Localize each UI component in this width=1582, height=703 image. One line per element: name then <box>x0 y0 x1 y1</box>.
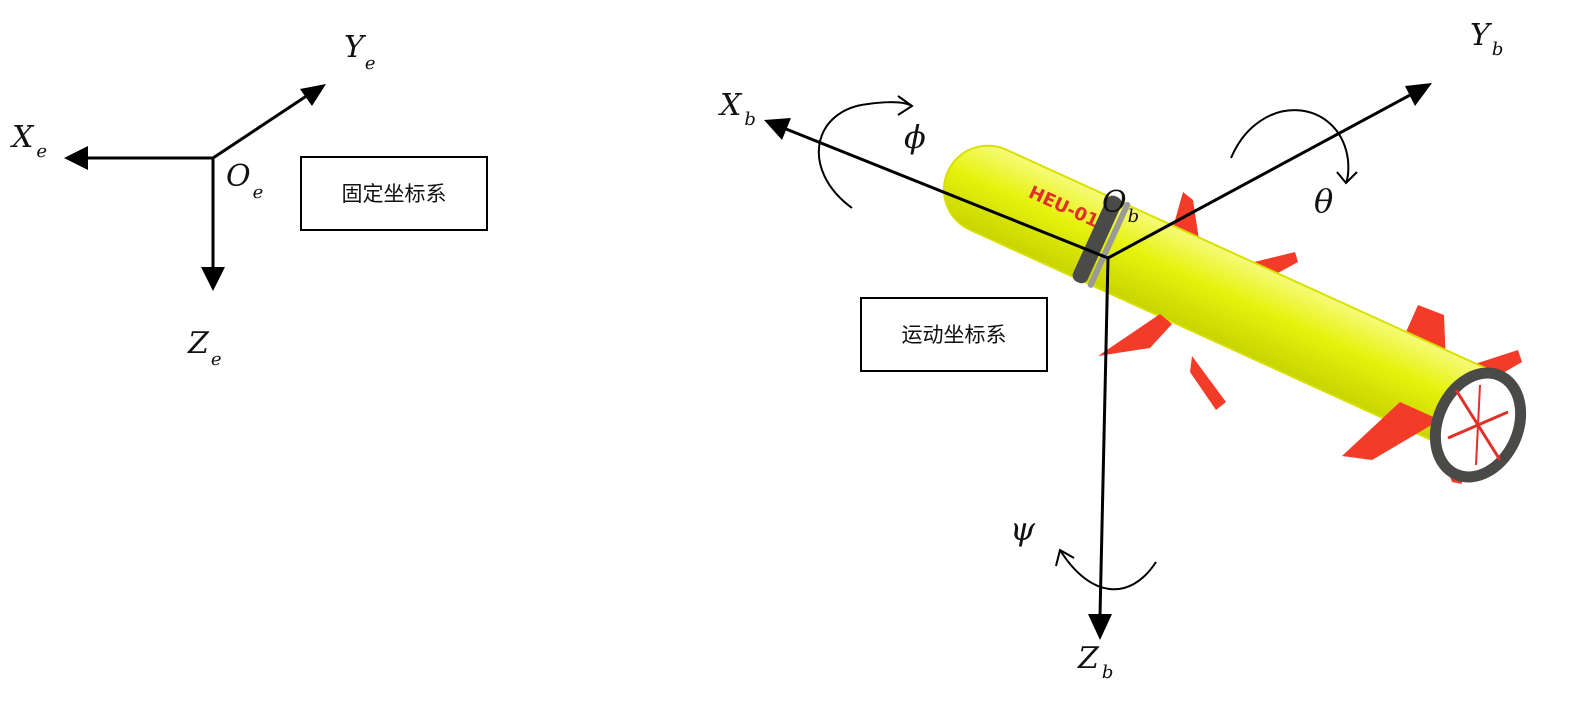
fixed-z-axis-arrow <box>201 158 225 291</box>
auv-propeller <box>1429 367 1527 483</box>
pitch-rotation-arrow <box>1230 109 1358 185</box>
fixed-y-axis-arrow <box>212 84 326 160</box>
body-frame-box: 运动坐标系 <box>860 297 1048 372</box>
auv-hull-band <box>1072 195 1122 284</box>
body-z-axis-arrow <box>1088 257 1112 640</box>
body-frame-box-label: 运动坐标系 <box>902 323 1007 347</box>
auv-vehicle: HEU-01 <box>942 144 1527 484</box>
fixed-frame-box: 固定坐标系 <box>300 156 488 231</box>
auv-front-left-fin <box>1098 314 1172 356</box>
roll-angle-symbol: ϕ <box>904 118 926 156</box>
fixed-x-axis-arrow <box>64 146 213 170</box>
auv-front-bottom-fin <box>1190 356 1226 410</box>
yaw-rotation-arrow <box>1055 548 1157 591</box>
auv-rear-left-fin <box>1342 402 1440 460</box>
yaw-angle-symbol: ψ <box>1010 510 1036 548</box>
fixed-y-axis-label: Ye <box>344 30 375 74</box>
fixed-frame-box-label: 固定坐标系 <box>342 182 447 206</box>
pitch-angle-symbol: θ <box>1314 182 1333 220</box>
body-y-axis-arrow <box>1107 83 1432 260</box>
body-x-axis-arrow <box>764 118 1109 260</box>
roll-rotation-arrow <box>817 95 914 209</box>
body-origin-label: Ob <box>1102 185 1139 227</box>
